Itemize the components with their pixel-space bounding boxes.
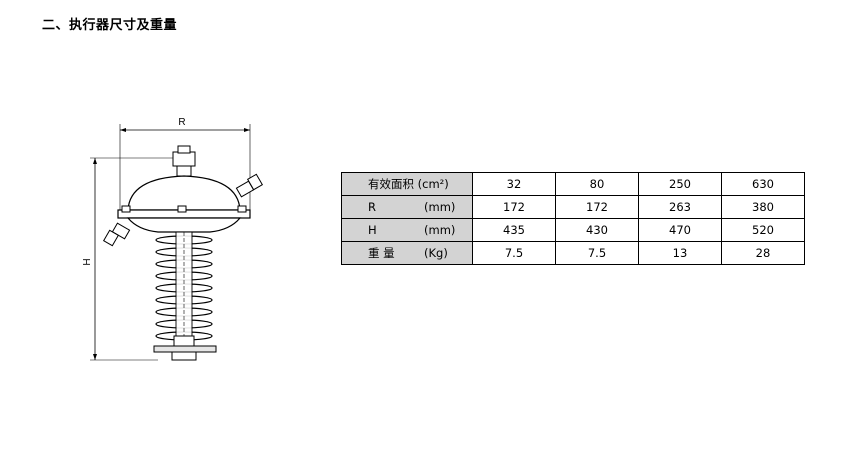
row-label-name: R — [368, 200, 376, 214]
table-cell: 172 — [555, 195, 639, 219]
r-dimension-label: R — [178, 117, 185, 128]
table-cell: 435 — [472, 218, 556, 242]
table-cell: 80 — [555, 172, 639, 196]
table-cell: 250 — [638, 172, 722, 196]
table-cell: 630 — [721, 172, 805, 196]
row-label-unit: (Kg) — [424, 246, 448, 260]
table-cell: 172 — [472, 195, 556, 219]
table-cell: 7.5 — [472, 241, 556, 265]
table-cell: 32 — [472, 172, 556, 196]
row-label: R (mm) — [341, 195, 473, 219]
row-label: 重 量 (Kg) — [341, 241, 473, 265]
actuator-drawing: R H — [82, 117, 264, 361]
row-label-name: H — [368, 223, 377, 237]
table-cell: 470 — [638, 218, 722, 242]
table-cell: 7.5 — [555, 241, 639, 265]
table-cell: 430 — [555, 218, 639, 242]
row-label-unit: (mm) — [424, 223, 456, 237]
h-dimension-label: H — [82, 258, 93, 265]
row-label-unit: (mm) — [424, 200, 456, 214]
table-cell: 520 — [721, 218, 805, 242]
row-label: H (mm) — [341, 218, 473, 242]
table-cell: 28 — [721, 241, 805, 265]
row-label-name: 重 量 — [368, 246, 395, 260]
table-cell: 263 — [638, 195, 722, 219]
table-cell: 13 — [638, 241, 722, 265]
row-label: 有效面积 (cm²) — [341, 172, 473, 196]
section-heading: 二、执行器尺寸及重量 — [42, 18, 178, 33]
row-label-name: 有效面积 (cm²) — [368, 177, 449, 191]
table-cell: 380 — [721, 195, 805, 219]
